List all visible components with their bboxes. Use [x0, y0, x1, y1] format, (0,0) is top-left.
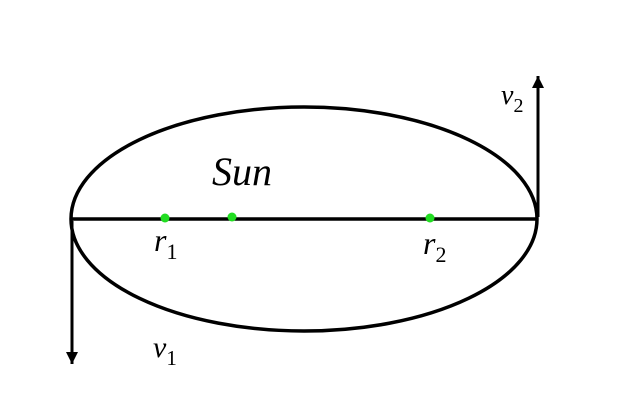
- r2-label: r2: [423, 225, 446, 267]
- v2-base: v: [501, 80, 514, 111]
- v1-label: v1: [153, 331, 177, 370]
- v2-subscript: 2: [513, 95, 523, 117]
- r1-subscript: 1: [166, 239, 177, 264]
- point-r1: [160, 213, 170, 223]
- v1-subscript: 1: [166, 346, 177, 370]
- r2-subscript: 2: [435, 242, 446, 267]
- v2-label: v2: [501, 80, 523, 117]
- point-r2: [425, 213, 435, 223]
- r1-base: r: [154, 222, 167, 258]
- r1-label: r1: [154, 222, 177, 264]
- sun-label: Sun: [212, 149, 272, 194]
- v1-base: v: [153, 331, 167, 364]
- sun-point: [227, 212, 237, 222]
- r2-base: r: [423, 225, 436, 261]
